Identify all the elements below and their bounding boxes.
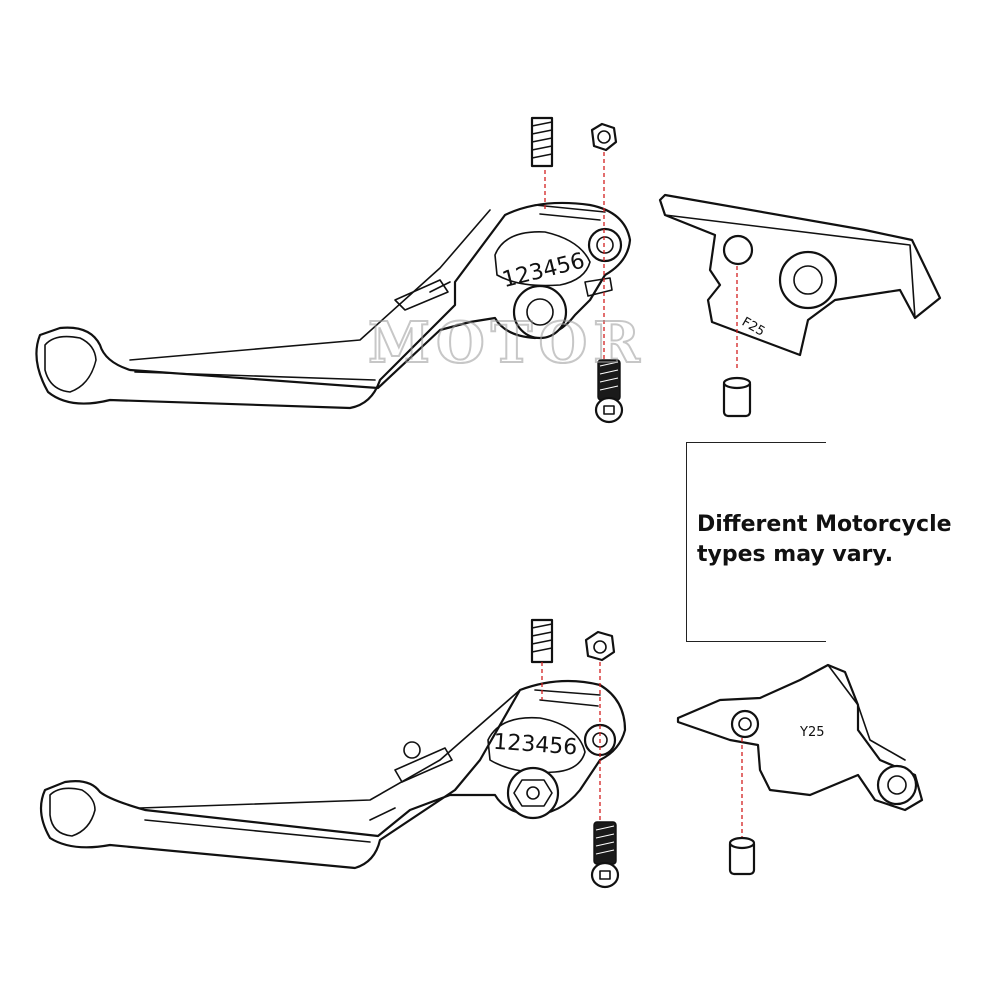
note-line-1: Different Motorcycle: [697, 512, 952, 537]
bottom-bracket-hole-large: [876, 764, 918, 806]
bottom-bracket: [676, 663, 924, 812]
bottom-adjuster-knob: [506, 766, 560, 820]
top-pivot-hole: [587, 227, 623, 263]
top-bolt-icon: [594, 359, 624, 424]
bottom-bushing-icon: [728, 836, 756, 876]
bottom-bolt-icon: [590, 821, 620, 889]
note-frame-top: [686, 442, 826, 443]
watermark: MOTOR: [368, 310, 646, 376]
bottom-lever-assembly: 123456 Y25: [39, 618, 924, 889]
bottom-lever-blade: [39, 679, 627, 870]
bottom-nut-icon: [584, 630, 616, 662]
bottom-bracket-code: Y25: [799, 725, 824, 740]
top-spring-icon: [530, 116, 554, 168]
note-frame: [686, 442, 827, 642]
bottom-bracket-hole-small: [730, 709, 760, 739]
note-frame-bottom: [686, 641, 826, 642]
top-adjuster-dial: [494, 231, 591, 287]
bottom-spring-icon: [530, 618, 554, 664]
top-lever-blade: [35, 201, 632, 410]
top-bracket-hole-small: [722, 234, 754, 266]
note-line-2: types may vary.: [697, 542, 894, 567]
top-nut-icon: [590, 122, 618, 152]
top-bushing-icon: [722, 376, 752, 418]
bottom-adjuster-digits: 123456: [493, 730, 579, 761]
top-bracket-hole-large: [778, 250, 838, 310]
top-adjuster-knob: [512, 284, 568, 340]
top-lever-assembly: 123456 F25: [35, 116, 942, 424]
compatibility-note: Different Motorcycle types may vary.: [697, 510, 987, 570]
